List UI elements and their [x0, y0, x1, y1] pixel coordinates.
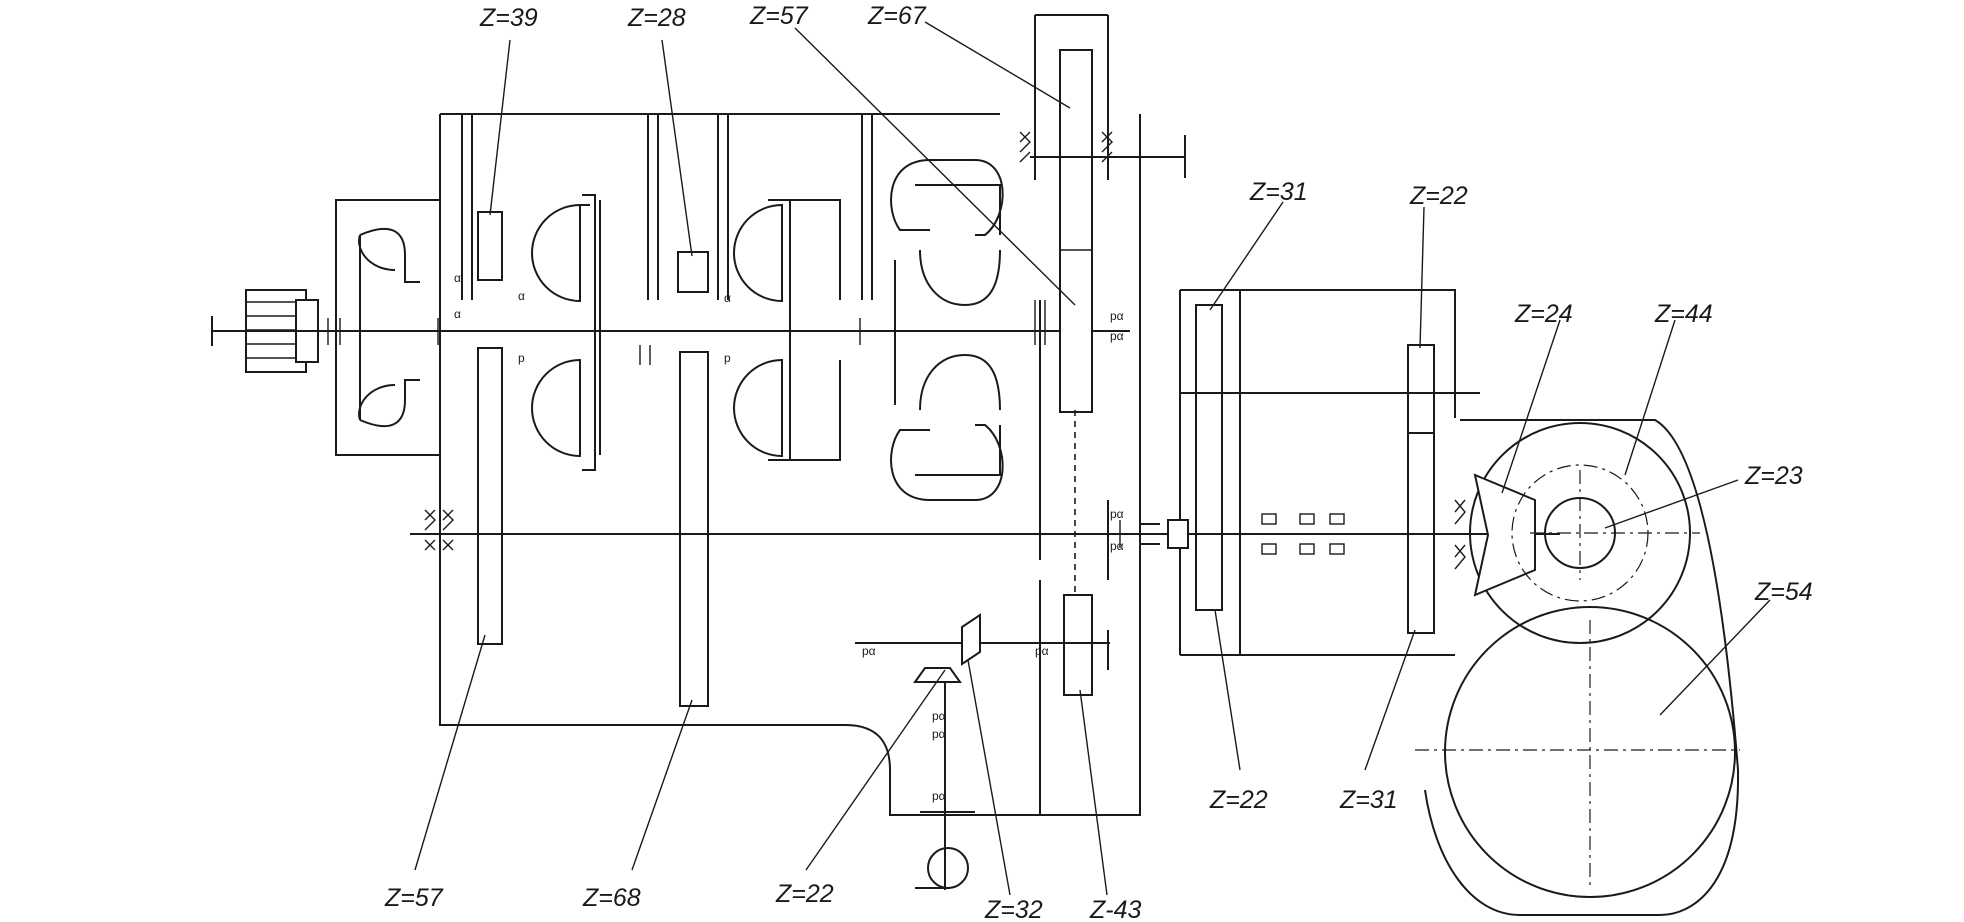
label-z28: Z=28	[627, 4, 686, 32]
svg-text:pα: pα	[1110, 507, 1124, 521]
gear-z39	[477, 211, 503, 281]
leader-lines	[414, 21, 1771, 896]
label-z31-top: Z=31	[1249, 178, 1308, 206]
label-z23: Z=23	[1744, 462, 1803, 490]
gear-labels: Z=39 Z=28 Z=57 Z=67 Z=31 Z=22 Z=24 Z=44 …	[384, 2, 1813, 922]
gear-z67	[1059, 49, 1093, 413]
bevel-gear-z24	[1473, 473, 1536, 597]
bevel-gear-z32	[961, 613, 981, 666]
label-z22-top: Z=22	[1409, 182, 1468, 210]
svg-text:pα: pα	[1035, 644, 1049, 658]
svg-text:α: α	[518, 289, 525, 303]
label-z22-bottom-right: Z=22	[1209, 786, 1268, 814]
label-z57-bottom: Z=57	[384, 884, 444, 912]
gear-z22-right	[1407, 344, 1435, 434]
bearing-symbols: α α α p α p pα pα pα pα pα pα pα pα pα	[327, 271, 1124, 803]
label-z44: Z=44	[1654, 300, 1713, 328]
label-z39: Z=39	[479, 4, 538, 32]
svg-text:pα: pα	[1110, 329, 1124, 343]
svg-text:pα: pα	[932, 789, 946, 803]
label-z57-top: Z=57	[749, 2, 809, 30]
wheel-z44	[1469, 422, 1691, 644]
svg-text:p: p	[518, 351, 525, 365]
gear-z43	[1063, 594, 1093, 696]
fluid-unit-1	[531, 194, 601, 471]
svg-text:pα: pα	[1110, 309, 1124, 323]
svg-text:α: α	[724, 291, 731, 305]
clutch-left	[424, 509, 454, 551]
gear-z68	[679, 351, 709, 707]
svg-text:pα: pα	[1110, 539, 1124, 553]
housing-walls	[461, 114, 1109, 815]
main-housing	[439, 113, 1141, 816]
label-z24: Z=24	[1514, 300, 1573, 328]
outer-drum	[1424, 419, 1740, 916]
svg-text:α: α	[454, 271, 461, 285]
clutch-upper	[1019, 131, 1113, 163]
wheel-z54	[1444, 606, 1736, 898]
label-z54: Z=54	[1754, 578, 1813, 606]
label-z67: Z=67	[867, 2, 927, 30]
svg-text:pα: pα	[862, 644, 876, 658]
svg-text:α: α	[454, 307, 461, 321]
gear-z57-lower	[477, 347, 503, 645]
gear-z31-upper	[1195, 304, 1223, 611]
label-z68: Z=68	[582, 884, 641, 912]
svg-text:pα: pα	[932, 727, 946, 741]
svg-text:p: p	[724, 351, 731, 365]
hydraulic-coupling	[890, 159, 1004, 501]
label-z31-bottom: Z=31	[1339, 786, 1398, 814]
label-z32: Z=32	[984, 896, 1043, 922]
label-z22-bottom-left: Z=22	[775, 880, 834, 908]
sliding-coupling	[1261, 499, 1466, 570]
right-housing	[1179, 289, 1456, 656]
input-coupling	[335, 199, 440, 456]
fluid-unit-2	[733, 199, 841, 461]
handwheel	[927, 847, 969, 889]
label-z43: Z-43	[1089, 896, 1142, 922]
svg-text:pα: pα	[932, 709, 946, 723]
gear-z28	[677, 251, 709, 293]
